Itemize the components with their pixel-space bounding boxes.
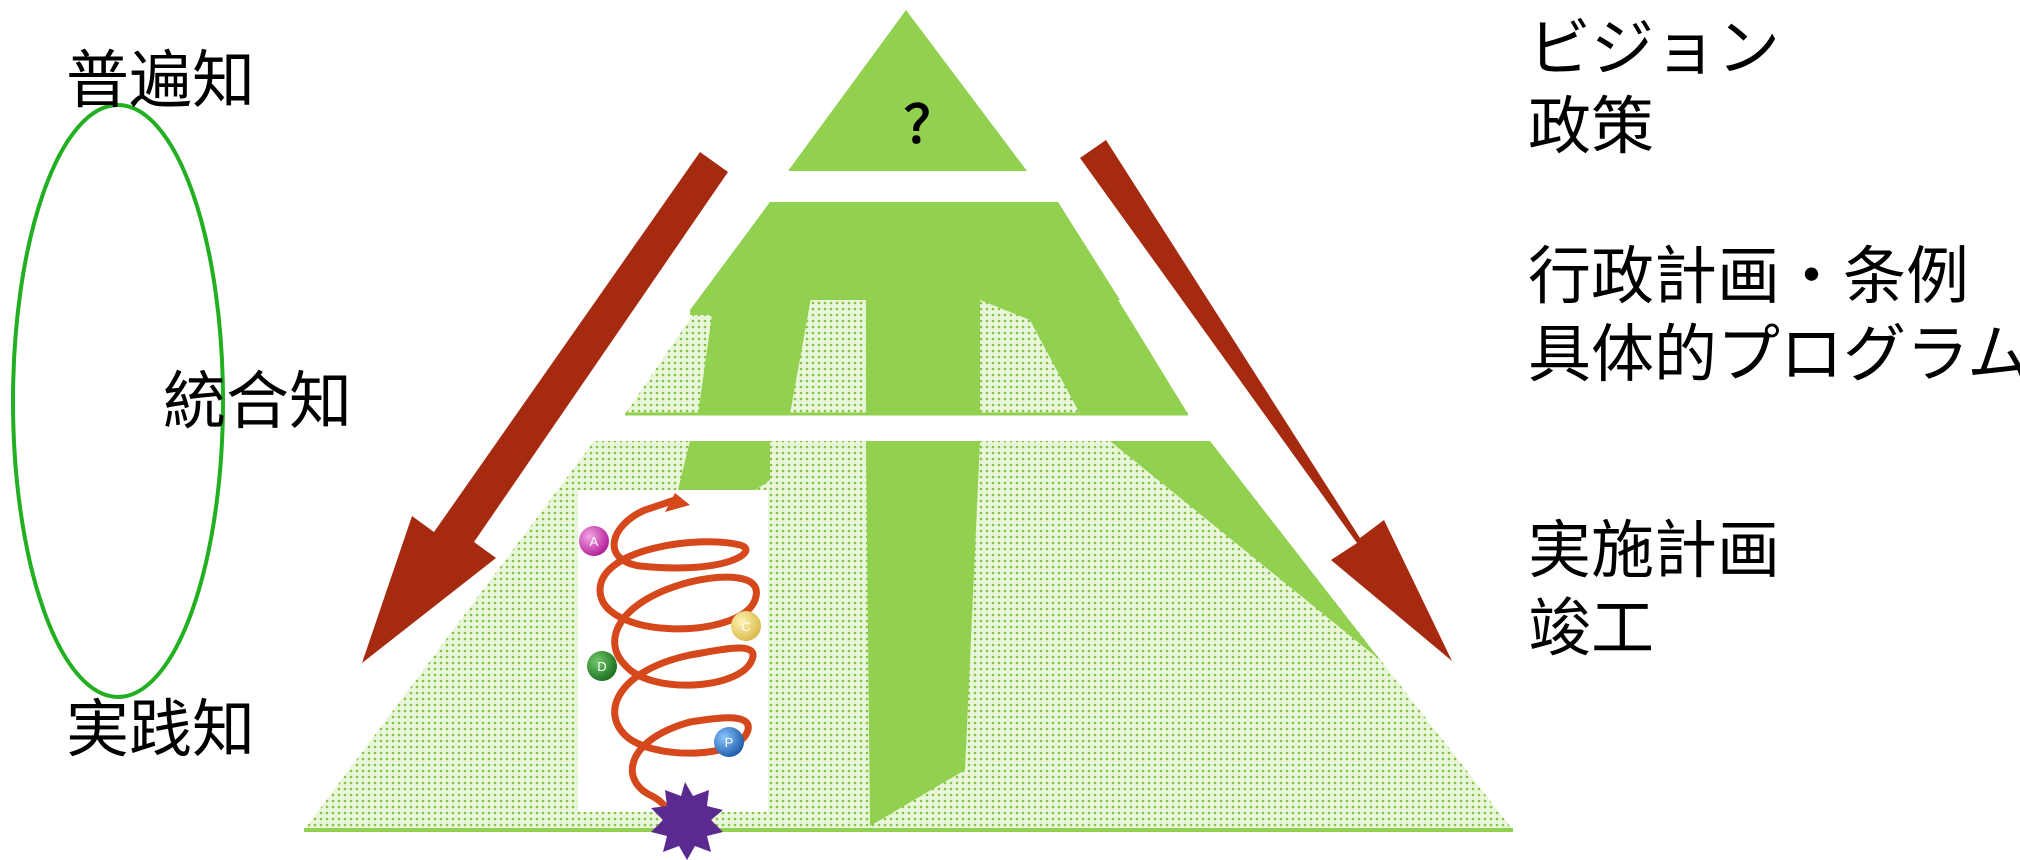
starburst-icon xyxy=(651,782,723,860)
pdca-cycle-image: A C D P xyxy=(578,490,768,860)
integrated-knowledge-label: 統合知 xyxy=(163,365,352,438)
tier-plan-program-label: 行政計画・条例 具体的プログラム xyxy=(1528,238,2020,394)
tier-vision-policy-label: ビジョン 政策 xyxy=(1528,10,1780,166)
universal-knowledge-label: 普遍知 xyxy=(66,44,255,117)
tier-label-line: ビジョン xyxy=(1528,12,1780,85)
knowledge-axis-ellipse xyxy=(11,103,225,699)
svg-text:D: D xyxy=(597,659,606,674)
tier-label-line: 行政計画・条例 xyxy=(1528,240,1969,313)
pyramid-apex xyxy=(788,10,1027,171)
apex-question-mark: ？ xyxy=(903,96,956,156)
svg-text:C: C xyxy=(741,619,750,634)
tier-label-line: 竣工 xyxy=(1528,592,1654,665)
cycle-node-c xyxy=(731,611,761,641)
cycle-node-p xyxy=(714,727,744,757)
right-down-arrow xyxy=(1080,140,1452,661)
svg-text:A: A xyxy=(590,534,599,549)
tier-label-line: 政策 xyxy=(1528,90,1654,163)
cycle-node-d xyxy=(587,651,617,681)
left-down-arrow xyxy=(362,152,728,663)
svg-text:P: P xyxy=(725,735,734,750)
tier-implementation-label: 実施計画 竣工 xyxy=(1528,512,1780,668)
cycle-node-a xyxy=(579,526,609,556)
practical-knowledge-label: 実践知 xyxy=(66,693,255,766)
middle-tier-emblem xyxy=(690,202,1188,414)
tier-label-line: 実施計画 xyxy=(1528,514,1780,587)
tier-label-line: 具体的プログラム xyxy=(1528,318,2020,391)
